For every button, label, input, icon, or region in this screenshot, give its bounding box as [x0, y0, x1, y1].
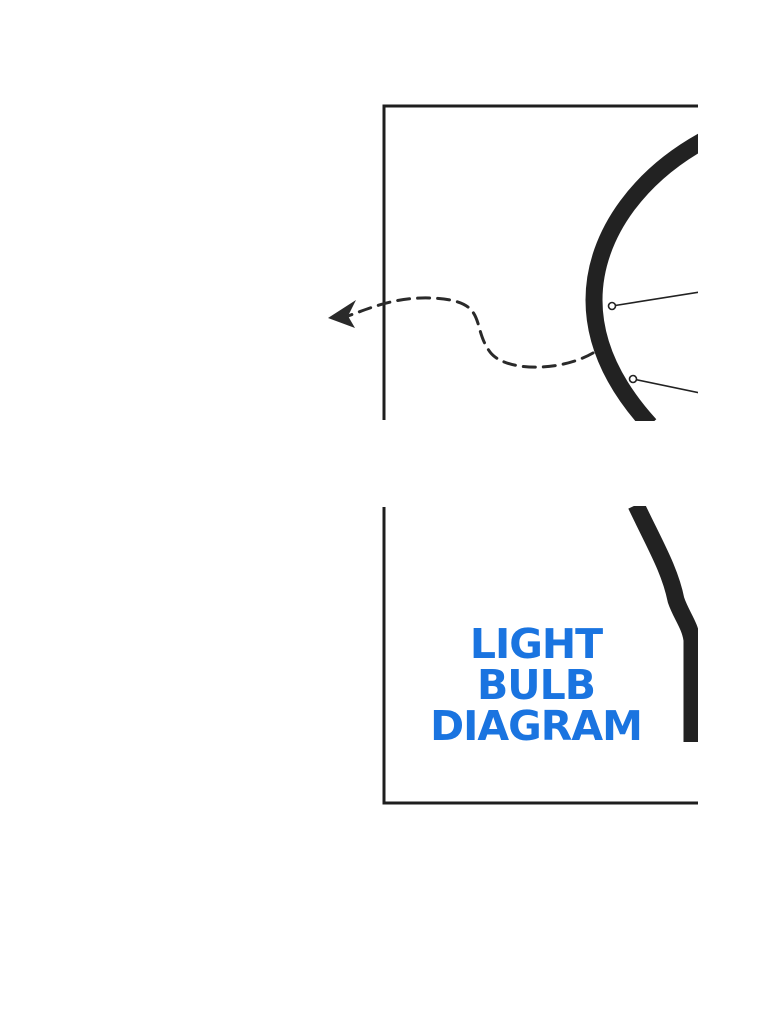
- title-line-2: BULB: [477, 661, 596, 709]
- frame-top: [382, 104, 698, 420]
- filament-lead-wires: [607, 291, 698, 394]
- title-line-1: LIGHT: [469, 620, 603, 668]
- light-bulb-icon: [585, 133, 698, 431]
- diagram-gap: [0, 421, 698, 506]
- dashed-pointer-line: [346, 296, 595, 369]
- arrow-left-icon: [328, 300, 356, 328]
- frame-bottom: [382, 507, 698, 805]
- bulb-screw-base: [686, 643, 698, 735]
- bulb-neck-outline: [628, 501, 698, 742]
- diagram-title: LIGHT BULB DIAGRAM: [386, 624, 686, 747]
- title-line-3: DIAGRAM: [430, 702, 643, 750]
